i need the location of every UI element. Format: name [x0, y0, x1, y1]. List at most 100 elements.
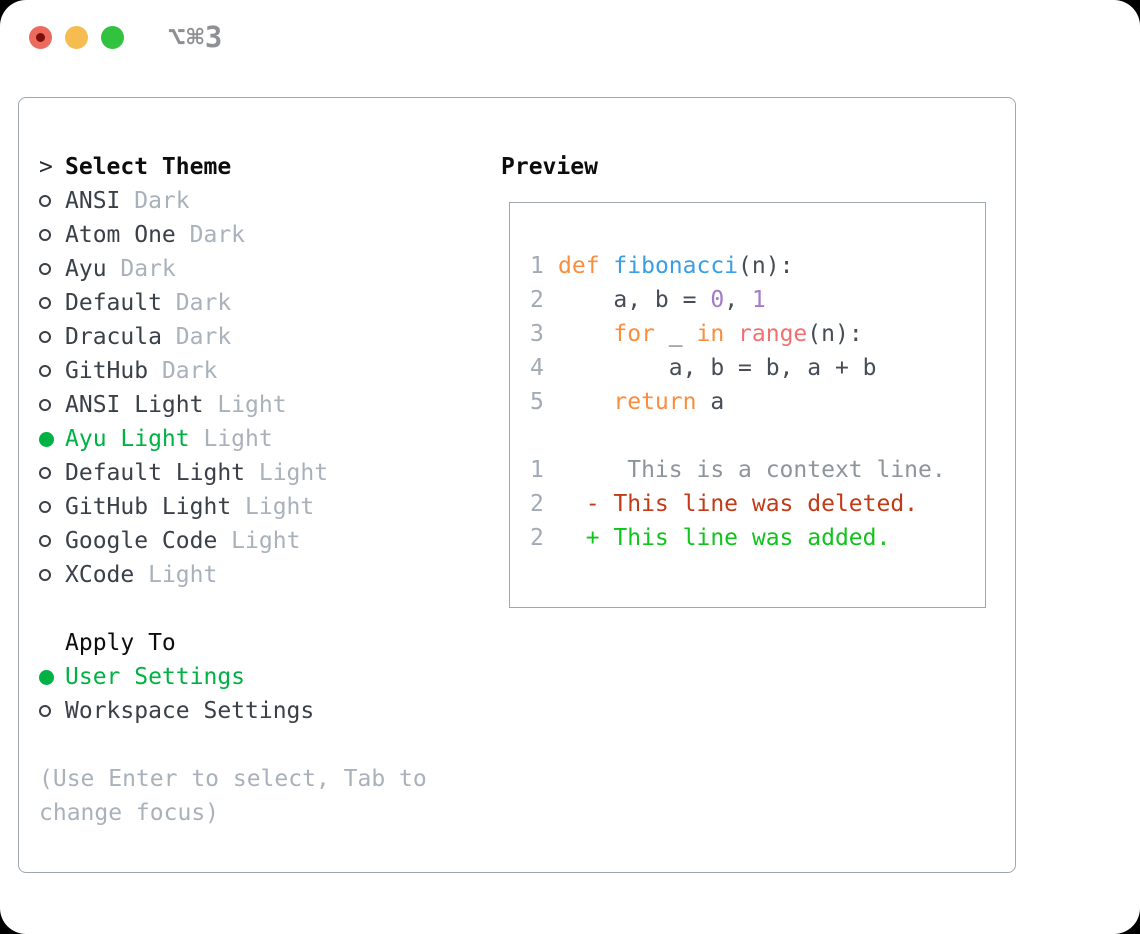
theme-variant: Light [231, 494, 315, 520]
radio-icon [39, 535, 51, 547]
preview-heading: Preview [501, 154, 598, 180]
theme-variant: Dark [161, 324, 232, 350]
theme-option-default-light[interactable]: Default Light Light [39, 456, 479, 490]
theme-option-dracula[interactable]: Dracula Dark [39, 320, 479, 354]
focus-marker: > [39, 154, 53, 180]
preview-line: 1 This is a context line. [530, 453, 977, 487]
theme-option-label: Default Light [65, 460, 246, 486]
help-text-line2: change focus) [39, 800, 220, 826]
theme-option-label: XCode [65, 562, 135, 588]
theme-variant: Dark [120, 188, 190, 214]
spacer [39, 728, 479, 762]
theme-variant: Dark [106, 256, 176, 282]
code-segment-code: _ [654, 321, 697, 347]
code-segment-code: , [724, 287, 752, 313]
code-segment-number: 0 [710, 287, 725, 313]
line-number: 2 [530, 525, 544, 551]
theme-option-ansi[interactable]: ANSI Dark [39, 184, 479, 218]
code-segment-function: fibonacci [613, 253, 739, 279]
theme-option-ansi-light[interactable]: ANSI Light Light [39, 388, 479, 422]
preview-line: 2 + This line was added. [530, 521, 977, 555]
theme-option-label: Dracula [65, 324, 162, 350]
theme-variant: Dark [175, 222, 246, 248]
theme-option-google-code[interactable]: Google Code Light [39, 524, 479, 558]
close-button[interactable] [29, 26, 52, 49]
theme-option-label: ANSI [65, 188, 121, 214]
theme-option-label: Ayu [65, 256, 107, 282]
apply-option-workspace-settings[interactable]: Workspace Settings [39, 694, 479, 728]
line-number: 2 [530, 287, 544, 313]
code-segment-code: a [696, 389, 725, 415]
code-segment-code [724, 321, 738, 347]
theme-option-default[interactable]: Default Dark [39, 286, 479, 320]
code-segment-code: a, b = [558, 287, 711, 313]
code-segment-builtin: range [738, 321, 808, 347]
code-segment-code [558, 321, 613, 347]
radio-icon [39, 705, 51, 717]
code-segment-removed: - This line was deleted. [558, 491, 919, 517]
radio-icon [39, 467, 51, 479]
theme-option-label: Default [65, 290, 162, 316]
theme-option-label: Atom One [65, 222, 176, 248]
theme-option-github[interactable]: GitHub Dark [39, 354, 479, 388]
window-title: ⌥⌘3 [168, 20, 224, 54]
theme-option-github-light[interactable]: GitHub Light Light [39, 490, 479, 524]
zoom-button[interactable] [101, 26, 124, 49]
titlebar: ⌥⌘3 [0, 0, 1140, 74]
apply-option-user-settings[interactable]: User Settings [39, 660, 479, 694]
theme-option-label: Google Code [65, 528, 218, 554]
line-number: 4 [530, 355, 544, 381]
apply-option-label: User Settings [65, 664, 246, 690]
apply-to-heading: Apply To [65, 630, 176, 656]
radio-icon [39, 501, 51, 513]
radio-icon [39, 365, 51, 377]
theme-option-label: Ayu Light [65, 426, 190, 452]
code-segment-code [600, 253, 614, 279]
theme-variant: Light [189, 426, 273, 452]
code-segment-code: (n): [807, 321, 863, 347]
radio-selected-icon [39, 669, 54, 685]
preview-line: 5 return a [530, 385, 977, 419]
radio-icon [39, 399, 51, 411]
theme-option-ayu[interactable]: Ayu Dark [39, 252, 479, 286]
help-text-line1: (Use Enter to select, Tab to [39, 766, 427, 792]
theme-option-atom-one[interactable]: Atom One Dark [39, 218, 479, 252]
line-number: 2 [530, 491, 544, 517]
theme-variant: Dark [148, 358, 218, 384]
theme-option-label: GitHub [65, 358, 149, 384]
apply-option-label: Workspace Settings [65, 698, 315, 724]
theme-variant: Dark [161, 290, 232, 316]
preview-line: 2 - This line was deleted. [530, 487, 977, 521]
theme-option-label: GitHub Light [65, 494, 232, 520]
preview-line [530, 419, 977, 453]
theme-variant: Light [203, 392, 287, 418]
radio-icon [39, 331, 51, 343]
line-number: 1 [530, 253, 544, 279]
preview-line: 2 a, b = 0, 1 [530, 283, 977, 317]
minimize-button[interactable] [65, 26, 88, 49]
preview-line: 4 a, b = b, a + b [530, 351, 977, 385]
theme-option-xcode[interactable]: XCode Light [39, 558, 479, 592]
code-segment-context: This is a context line. [558, 457, 946, 483]
radio-icon [39, 297, 51, 309]
line-number: 3 [530, 321, 544, 347]
radio-selected-icon [39, 431, 54, 447]
select-theme-header: > Select Theme [39, 150, 479, 184]
code-segment-keyword: def [558, 253, 600, 279]
theme-variant: Light [245, 460, 329, 486]
theme-variant: Light [217, 528, 301, 554]
line-number: 5 [530, 389, 544, 415]
preview-line: 3 for _ in range(n): [530, 317, 977, 351]
spacer [39, 592, 479, 626]
code-segment-keyword: for [613, 321, 655, 347]
theme-option-ayu-light[interactable]: Ayu Light Light [39, 422, 479, 456]
code-segment-number: 1 [751, 287, 766, 313]
code-segment-code [558, 389, 613, 415]
